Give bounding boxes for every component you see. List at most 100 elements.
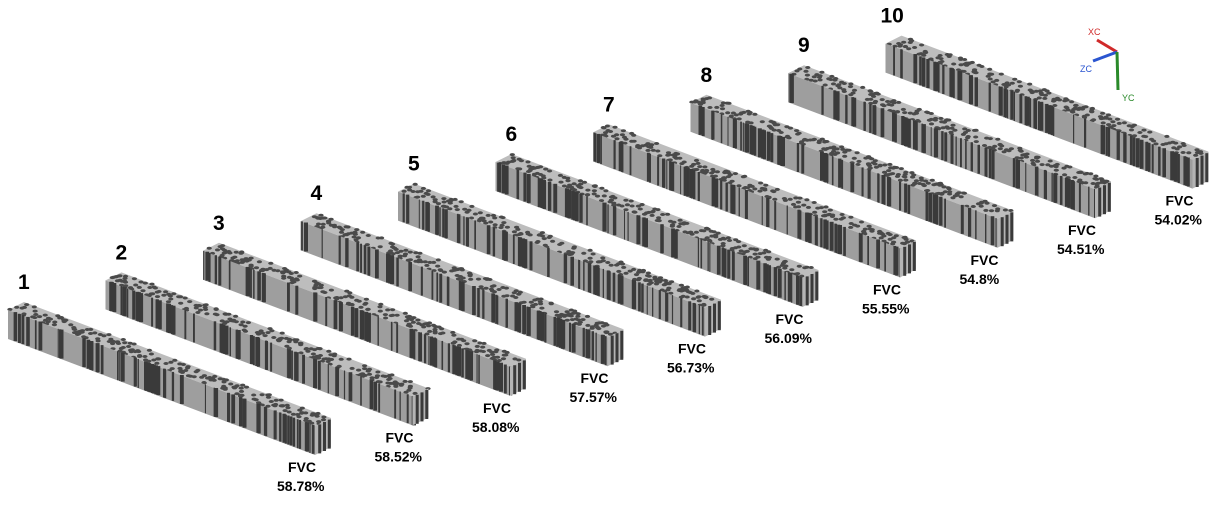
fiber-streak <box>82 338 86 368</box>
fiber-section <box>587 248 593 252</box>
fiber-section <box>768 125 774 129</box>
fiber-section <box>656 280 663 284</box>
fiber-section <box>1039 163 1045 167</box>
fiber-section <box>432 325 438 329</box>
fiber-section <box>964 61 970 65</box>
fiber-section <box>605 261 611 264</box>
fiber-streak <box>620 275 624 305</box>
fiber-section <box>787 197 793 201</box>
fiber-streak <box>688 301 692 331</box>
fiber-streak <box>253 336 255 366</box>
fiber-section <box>214 248 221 252</box>
fiber-section <box>868 97 874 101</box>
fiber-section <box>290 412 296 416</box>
fiber-streak <box>669 161 672 191</box>
fiber-section <box>167 294 173 298</box>
fiber-section <box>1062 173 1068 177</box>
fiber-streak <box>432 337 436 367</box>
fiber-section <box>425 192 431 196</box>
fiber-section <box>902 45 909 48</box>
fiber-streak <box>522 360 526 390</box>
fiber-section <box>808 78 814 82</box>
fiber-section <box>885 100 891 103</box>
fiber-section <box>161 293 167 297</box>
fiber-streak <box>1170 151 1174 181</box>
fiber-streak <box>904 117 908 147</box>
fiber-streak <box>912 242 916 271</box>
fiber-streak <box>548 181 552 211</box>
fiber-section <box>577 320 583 324</box>
fiber-section <box>645 148 651 152</box>
fvc-label: FVC <box>776 311 804 327</box>
fiber-streak <box>1051 172 1053 202</box>
fiber-section <box>472 339 478 343</box>
fiber-section <box>919 43 925 47</box>
fiber-section <box>316 420 322 424</box>
fiber-section <box>907 37 914 41</box>
fiber-section <box>110 342 116 346</box>
fiber-section <box>106 340 112 343</box>
fiber-section <box>796 264 802 268</box>
fiber-section <box>251 397 257 401</box>
fiber-section <box>183 306 189 310</box>
fiber-streak <box>213 321 217 351</box>
fiber-streak <box>784 271 786 301</box>
fiber-section <box>881 170 888 174</box>
fiber-section <box>1045 163 1051 167</box>
fiber-section <box>114 340 121 344</box>
fiber-streak <box>286 348 288 378</box>
fiber-section <box>997 147 1003 151</box>
fiber-section <box>377 305 383 309</box>
fiber-streak <box>514 302 518 332</box>
fiber-section <box>726 175 732 179</box>
fiber-streak <box>632 280 637 310</box>
fiber-section <box>149 282 155 286</box>
fiber-section <box>1023 155 1029 159</box>
fiber-section <box>691 297 697 301</box>
fiber-section <box>1051 99 1057 103</box>
fiber-section <box>827 208 833 212</box>
fiber-streak <box>496 361 500 391</box>
fiber-section <box>219 319 225 323</box>
fiber-section <box>441 200 447 204</box>
fiber-section <box>547 169 553 173</box>
fiber-section <box>464 342 470 346</box>
fiber-streak <box>406 394 409 424</box>
fiber-section <box>265 395 272 399</box>
sample-number: 1 <box>18 271 30 294</box>
fiber-streak <box>427 202 430 232</box>
fiber-section <box>995 137 1001 141</box>
fiber-section <box>928 122 935 126</box>
fiber-section <box>253 266 260 270</box>
fiber-section <box>242 324 248 328</box>
fiber-streak <box>145 361 148 391</box>
fiber-section <box>962 131 969 134</box>
fiber-section <box>217 377 223 381</box>
fiber-section <box>852 223 858 227</box>
fiber-streak <box>255 337 260 366</box>
fiber-streak <box>1054 173 1056 203</box>
fiber-streak <box>786 205 788 235</box>
fiber-streak <box>282 413 286 443</box>
fiber-streak <box>700 239 703 269</box>
fiber-streak <box>1103 185 1106 215</box>
fiber-section <box>1077 170 1083 174</box>
fiber-streak <box>536 310 541 340</box>
fiber-streak <box>930 193 933 223</box>
fiber-streak <box>527 306 531 336</box>
fiber-streak <box>21 315 25 345</box>
fiber-section <box>352 230 358 234</box>
fiber-streak <box>649 153 651 183</box>
fiber-section <box>349 302 355 306</box>
fiber-section <box>265 331 271 335</box>
fiber-section <box>808 266 814 269</box>
fiber-section <box>745 120 751 124</box>
fiber-section <box>616 269 622 273</box>
fiber-streak <box>1005 88 1007 118</box>
fiber-section <box>1084 171 1090 175</box>
fiber-section <box>819 70 825 74</box>
fiber-section <box>839 145 845 149</box>
fiber-section <box>1110 120 1116 124</box>
fiber-section <box>512 357 518 361</box>
fiber-section <box>278 398 284 402</box>
